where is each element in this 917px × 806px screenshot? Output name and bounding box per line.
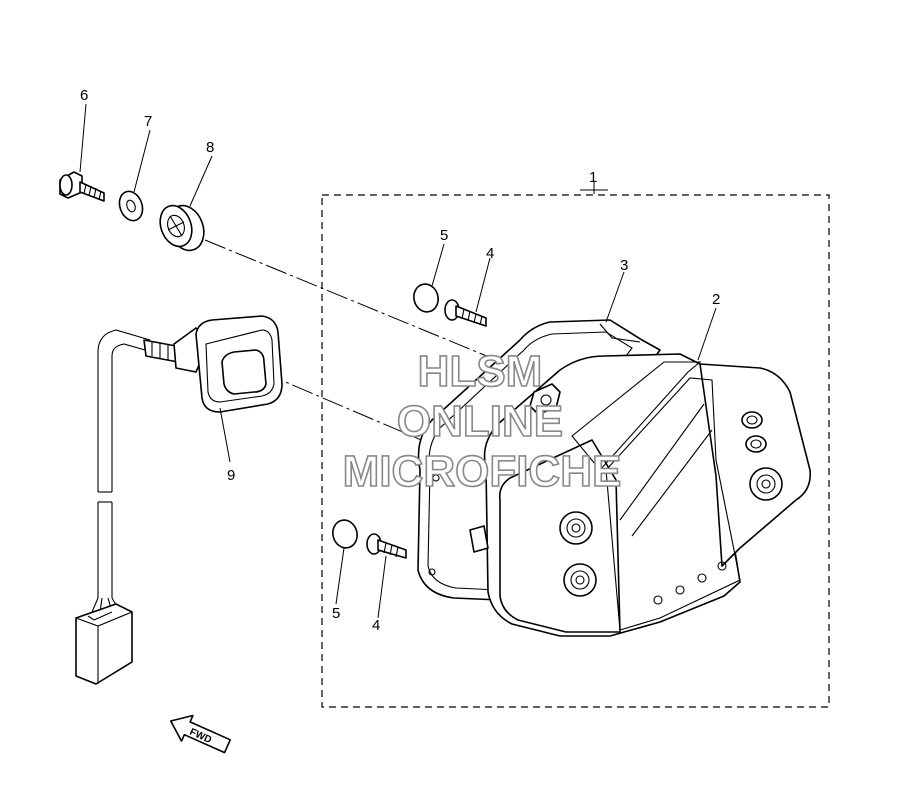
callout-4-bottom: 4 bbox=[372, 617, 380, 634]
leader-lines bbox=[79, 103, 717, 619]
center-lines bbox=[204, 239, 541, 449]
callout-2: 2 bbox=[712, 291, 720, 308]
fwd-arrow: FWD bbox=[169, 714, 232, 754]
screw-part-4-bottom[interactable] bbox=[366, 533, 407, 559]
cap-part-5-top[interactable] bbox=[411, 281, 441, 314]
bolt-part-6[interactable] bbox=[59, 171, 105, 202]
callout-7: 7 bbox=[144, 113, 152, 130]
callout-8: 8 bbox=[206, 139, 214, 156]
watermark-line-1: HLSM bbox=[418, 347, 543, 396]
watermark-line-3: MICROFICHE bbox=[343, 447, 622, 496]
screw-part-4-top[interactable] bbox=[444, 299, 487, 327]
callout-6: 6 bbox=[80, 87, 88, 104]
watermark: HLSM ONLINE MICROFICHE bbox=[342, 346, 622, 497]
callout-5-bottom: 5 bbox=[332, 605, 340, 622]
grommet-part-8[interactable] bbox=[155, 201, 210, 256]
washer-part-7[interactable] bbox=[116, 188, 147, 224]
cap-part-5-bottom[interactable] bbox=[330, 517, 360, 550]
callout-1: 1 bbox=[589, 169, 597, 186]
assembly-frame bbox=[321, 194, 830, 708]
callout-labels: 1 2 3 4 4 5 5 6 7 8 9 bbox=[80, 87, 720, 634]
watermark-line-2: ONLINE bbox=[397, 397, 563, 446]
callout-9: 9 bbox=[227, 467, 235, 484]
callout-4-top: 4 bbox=[486, 245, 494, 262]
meter-housing-part-2[interactable] bbox=[469, 353, 812, 637]
indicator-part-9[interactable] bbox=[75, 315, 283, 685]
callout-3: 3 bbox=[620, 257, 628, 274]
callout-5-top: 5 bbox=[440, 227, 448, 244]
